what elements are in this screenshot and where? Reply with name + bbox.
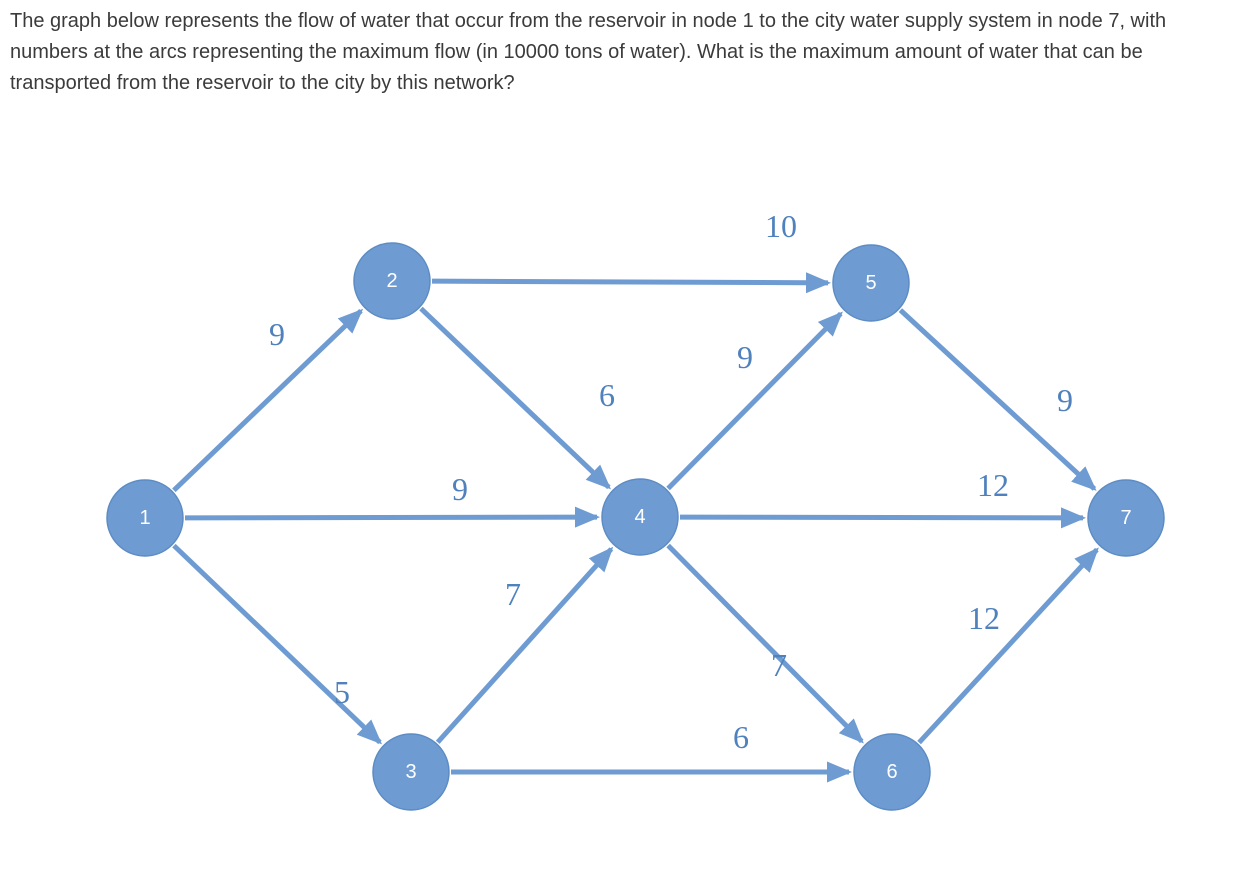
edge-capacity-2-4: 6 — [599, 377, 615, 413]
edge-capacity-1-4: 9 — [452, 471, 468, 507]
node-circle-3 — [372, 733, 450, 811]
node-label-7: 7 — [1120, 507, 1131, 529]
edge-1-4 — [184, 506, 601, 528]
node-3: 3 — [372, 733, 450, 811]
edge-4-6 — [666, 543, 864, 744]
node-label-5: 5 — [865, 272, 876, 294]
edge-capacity-3-4: 7 — [505, 576, 521, 612]
edge-2-4 — [419, 306, 612, 490]
node-5: 5 — [832, 244, 910, 322]
edge-5-7 — [898, 308, 1097, 491]
node-label-2: 2 — [386, 270, 397, 292]
node-4: 4 — [601, 478, 679, 556]
edge-capacity-5-7: 9 — [1057, 382, 1073, 418]
edge-6-7 — [917, 547, 1099, 745]
edge-capacity-4-5: 9 — [737, 339, 753, 375]
edges-layer — [172, 272, 1099, 783]
edge-capacity-2-5: 10 — [765, 208, 797, 244]
node-circle-4 — [601, 478, 679, 556]
node-circle-7 — [1087, 479, 1165, 557]
node-1: 1 — [106, 479, 184, 557]
edge-4-5 — [666, 311, 843, 491]
node-label-3: 3 — [405, 761, 416, 783]
edge-1-2 — [172, 308, 364, 493]
node-circle-2 — [353, 242, 431, 320]
node-circle-1 — [106, 479, 184, 557]
node-label-4: 4 — [634, 506, 645, 528]
question-text: The graph below represents the flow of w… — [10, 10, 1167, 94]
node-2: 2 — [353, 242, 431, 320]
node-circle-5 — [832, 244, 910, 322]
node-7: 7 — [1087, 479, 1165, 557]
edge-capacity-6-7: 12 — [968, 600, 1000, 636]
edge-capacity-3-6: 6 — [733, 719, 749, 755]
node-label-6: 6 — [886, 761, 897, 783]
edge-capacity-4-6: 7 — [771, 647, 787, 683]
node-circle-6 — [853, 733, 931, 811]
edge-capacity-1-3: 5 — [334, 674, 350, 710]
edge-capacity-1-2: 9 — [269, 316, 285, 352]
edge-1-3 — [172, 543, 383, 745]
edge-3-4 — [435, 546, 614, 744]
node-label-1: 1 — [139, 507, 150, 529]
edge-capacity-4-7: 12 — [977, 467, 1009, 503]
edge-2-5 — [431, 272, 832, 294]
edge-4-7 — [679, 507, 1087, 529]
node-6: 6 — [853, 733, 931, 811]
